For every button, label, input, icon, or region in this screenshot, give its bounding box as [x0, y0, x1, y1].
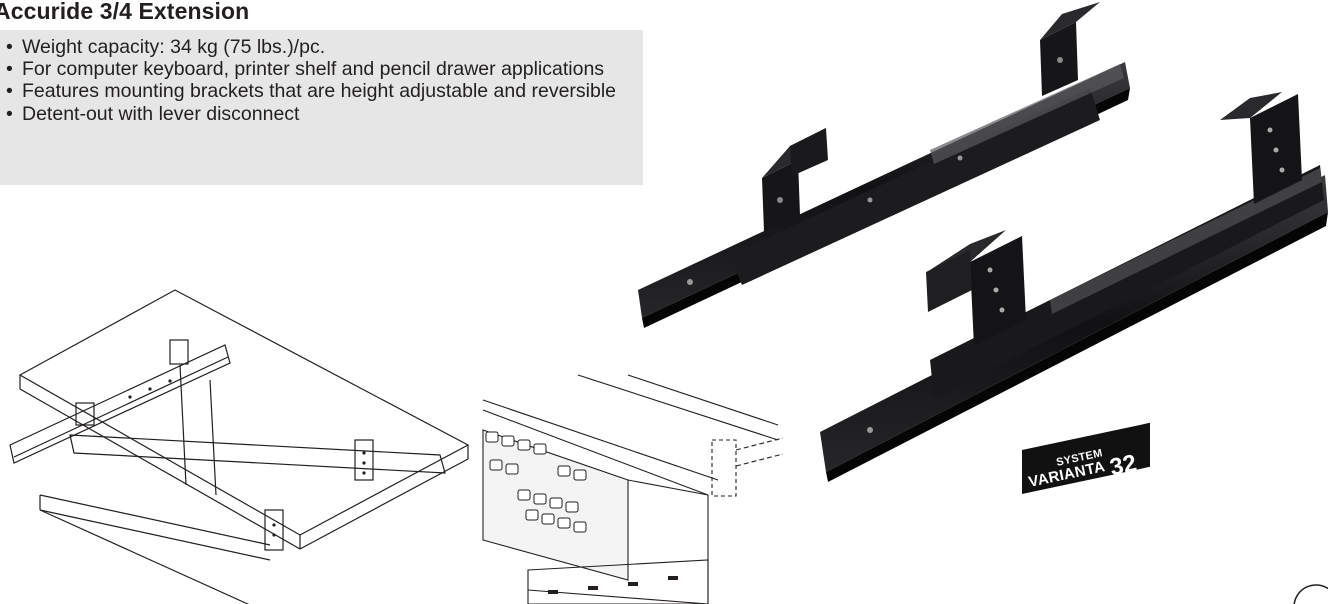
logo-number: 32: [1107, 449, 1140, 482]
feature-item: For computer keyboard, printer shelf and…: [6, 58, 626, 80]
corner-arc: [1293, 584, 1328, 604]
feature-item: Weight capacity: 34 kg (75 lbs.)/pc.: [6, 36, 626, 58]
feature-item: Features mounting brackets that are heig…: [6, 80, 626, 102]
keyboard-tray-illustration: [9, 289, 470, 604]
system-logo: SYSTEM VARIANTA 32: [1022, 422, 1150, 494]
drawer-slide-photo: [638, 2, 1328, 482]
feature-item: Detent-out with lever disconnect: [6, 103, 626, 125]
page-title: Accuride 3/4 Extension: [0, 0, 250, 24]
keyboard-drawer-illustration: [482, 374, 784, 604]
feature-list: Weight capacity: 34 kg (75 lbs.)/pc. For…: [6, 36, 626, 125]
lower-slide: [820, 92, 1328, 482]
upper-slide: [638, 2, 1130, 328]
